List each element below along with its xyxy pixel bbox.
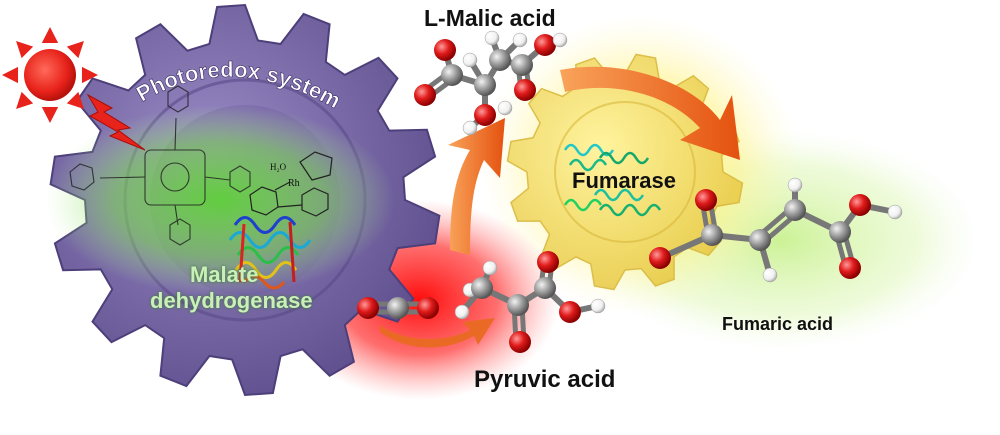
co2-molecule-icon xyxy=(357,297,439,319)
arrow-up-icon xyxy=(448,118,505,255)
fumarase-label: Fumarase xyxy=(572,168,676,193)
fumaric-acid-molecule-icon xyxy=(649,177,903,283)
fumarase-enzyme-icon xyxy=(563,143,662,217)
arrow-bottom-icon xyxy=(380,318,495,348)
porphyrin-structure-icon xyxy=(69,85,251,246)
malate-label-line2: dehydrogenase xyxy=(150,288,313,313)
l-malic-acid-label: L-Malic acid xyxy=(424,5,556,31)
fumaric-acid-label: Fumaric acid xyxy=(722,314,834,334)
malate-dehydrogenase-enzyme-icon xyxy=(228,216,312,290)
pyruvic-acid-label: Pyruvic acid xyxy=(474,366,616,393)
photoredox-green-glow xyxy=(45,105,395,295)
rh-atom-text: Rh xyxy=(288,178,300,189)
rhodium-complex-icon xyxy=(249,151,333,217)
water-ligand-text: H₂O xyxy=(270,162,287,172)
malate-label-line1: Malate xyxy=(190,262,259,287)
sun-icon xyxy=(2,27,98,123)
arrow-right-icon xyxy=(560,66,740,160)
l-malic-acid-molecule-icon xyxy=(414,30,568,136)
pyruvic-acid-molecule-icon xyxy=(454,251,606,353)
lightning-icon xyxy=(86,93,146,151)
